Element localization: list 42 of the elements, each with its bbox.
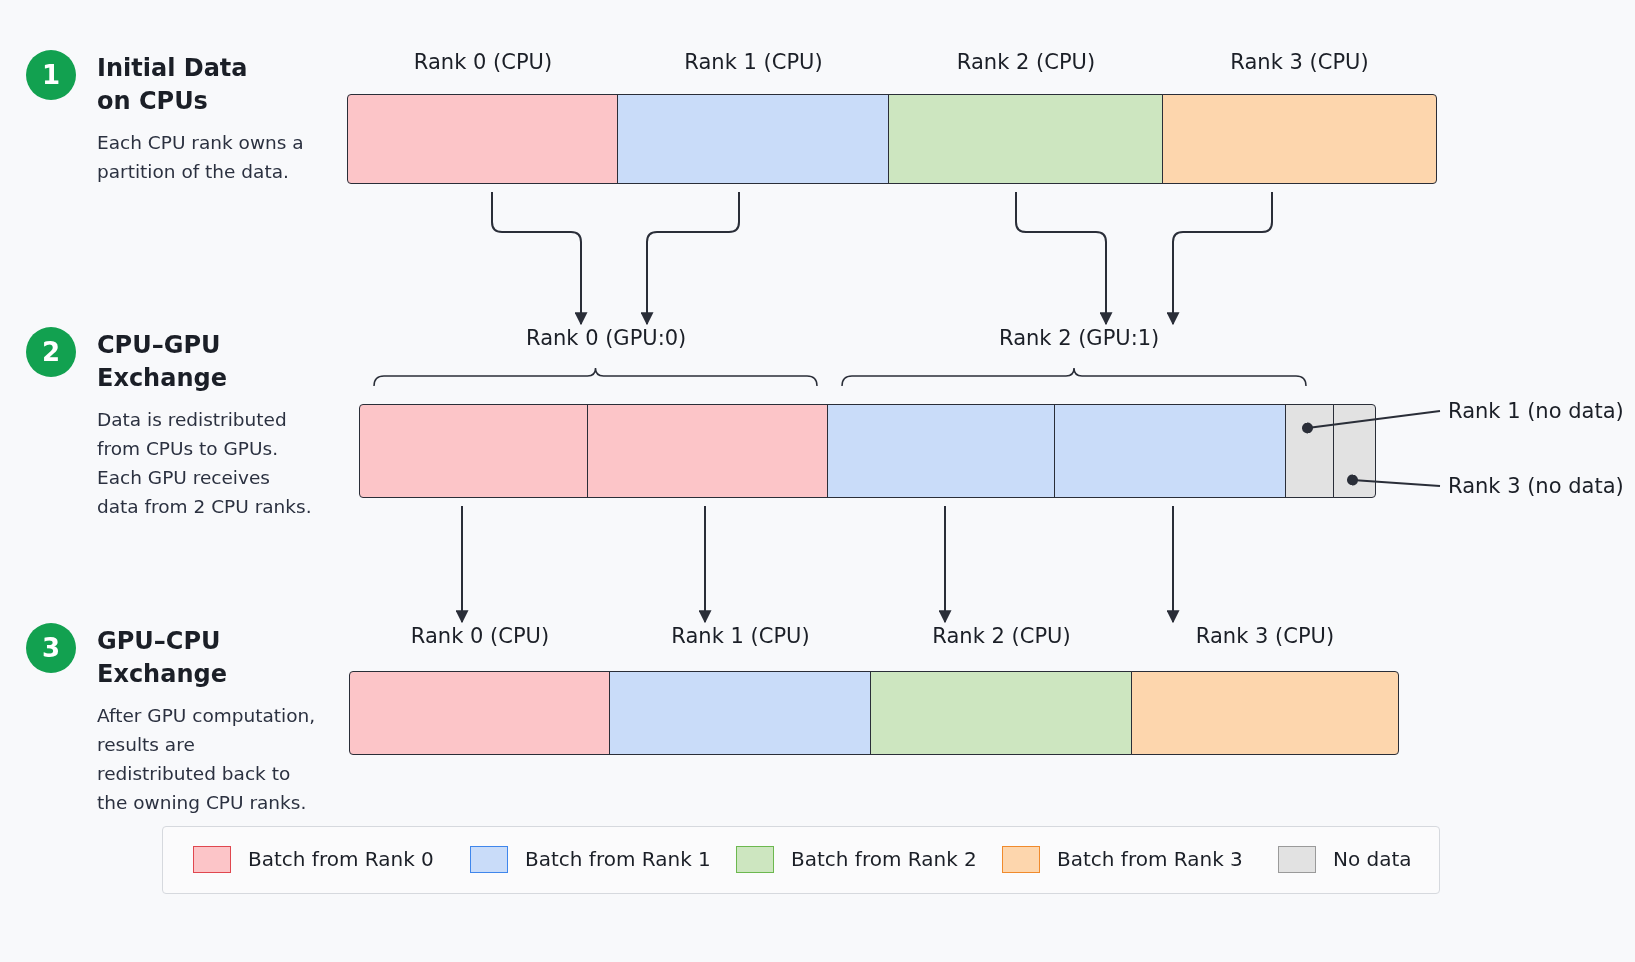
step-description: After GPU computation, results are redistributed back to the owning CPU ranks. — [97, 704, 317, 815]
step-heading: GPU–CPU Exchange — [97, 626, 228, 690]
step-heading: Initial Data on CPUs — [97, 53, 249, 117]
legend-label: Batch from Rank 1 — [525, 847, 711, 871]
rank-label: Rank 1 (CPU) — [670, 624, 811, 648]
rank-label: Rank 0 (CPU) — [409, 624, 551, 648]
step-description: Data is redistributed from CPUs to GPUs. Each GPU receives data from 2 CPU ranks. — [97, 408, 313, 519]
legend-label: Batch from Rank 2 — [791, 847, 977, 871]
rank-label: Rank 2 (CPU) — [931, 624, 1072, 648]
arrow — [491, 191, 588, 326]
leader-line — [1347, 474, 1441, 487]
data-block — [587, 404, 828, 498]
arrow — [1166, 191, 1273, 326]
arrow — [640, 191, 740, 326]
gpu-label: Rank 2 (GPU:1) — [999, 326, 1159, 350]
arrow — [455, 505, 469, 624]
rank-label: Rank 2 (CPU) — [955, 50, 1097, 74]
step-number-badge: 1 — [26, 50, 76, 100]
arrow — [1015, 191, 1113, 326]
leader-label: Rank 1 (no data) — [1448, 399, 1624, 423]
legend-label: Batch from Rank 0 — [248, 847, 434, 871]
step-number-badge: 2 — [26, 327, 76, 377]
rank-label: Rank 3 (CPU) — [1229, 50, 1370, 74]
arrow — [1166, 505, 1180, 624]
arrow — [938, 505, 952, 624]
rank-label: Rank 3 (CPU) — [1194, 624, 1336, 648]
legend-label: No data — [1333, 847, 1412, 871]
rank-label: Rank 1 (CPU) — [683, 50, 824, 74]
leader-line — [1302, 410, 1441, 434]
gpu-label: Rank 0 (GPU:0) — [526, 326, 686, 350]
data-block — [1333, 404, 1376, 498]
data-block — [1285, 404, 1334, 498]
arrow — [698, 505, 712, 624]
step-description: Each CPU rank owns a partition of the data. — [97, 131, 305, 184]
data-block — [359, 404, 588, 498]
legend-label: Batch from Rank 3 — [1057, 847, 1243, 871]
data-block — [827, 404, 1055, 498]
rank-label: Rank 0 (CPU) — [412, 50, 554, 74]
step-number-badge: 3 — [26, 623, 76, 673]
data-block — [1054, 404, 1286, 498]
leader-label: Rank 3 (no data) — [1448, 474, 1624, 498]
step-heading: CPU–GPU Exchange — [97, 330, 228, 394]
